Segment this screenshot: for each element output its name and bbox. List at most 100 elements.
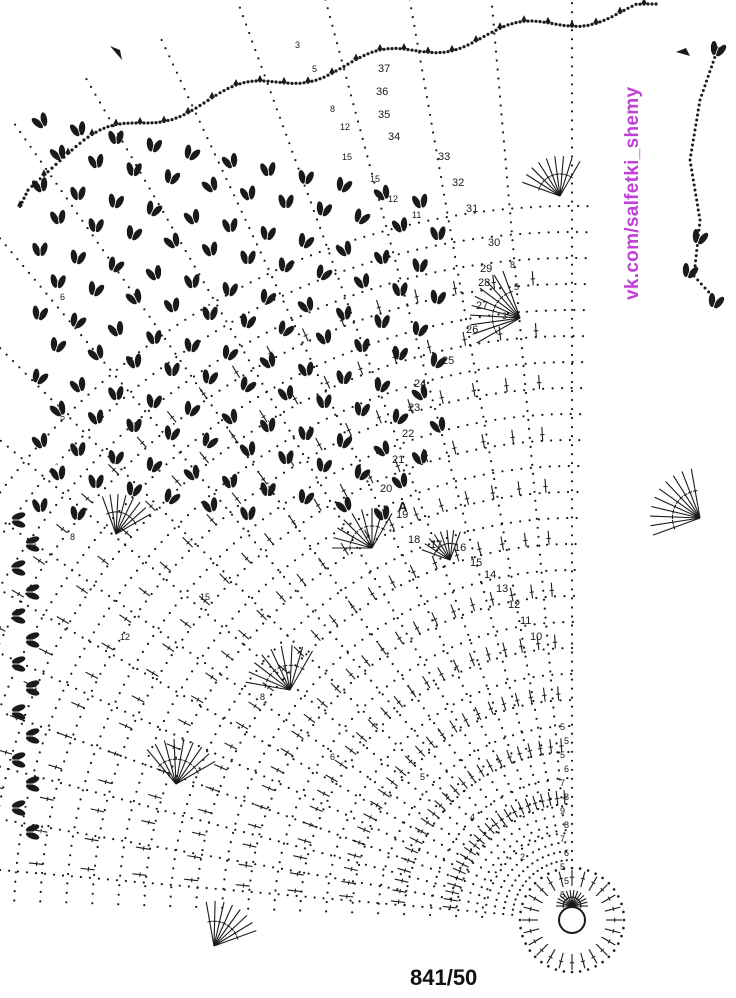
chain-stitch [436, 512, 439, 515]
chain-stitch [231, 831, 235, 835]
treble-stitch [394, 878, 409, 884]
chain-stitch [194, 112, 198, 115]
chain-stitch [58, 698, 61, 701]
chain-stitch [511, 207, 514, 210]
chain-stitch [207, 486, 210, 489]
row-number: 32 [452, 177, 464, 189]
chain-stitch [452, 294, 455, 297]
treble-stitch [213, 914, 248, 947]
chain-stitch [199, 705, 202, 708]
chain-stitch [181, 737, 184, 740]
chain-stitch [158, 728, 161, 731]
treble-stitch [510, 429, 515, 444]
chain-stitch [496, 339, 500, 342]
chain-stitch [428, 113, 432, 116]
chain-stitch [325, 900, 328, 904]
chain-stitch [135, 790, 138, 793]
chain-stitch [518, 320, 521, 323]
chain-stitch [255, 698, 258, 701]
chain-stitch [201, 536, 204, 539]
chain-stitch [144, 763, 147, 766]
chain-stitch [413, 761, 416, 764]
chain-stitch [695, 249, 699, 252]
chain-stitch [157, 203, 160, 206]
chain-stitch [430, 532, 433, 535]
chain-stitch [128, 623, 131, 626]
chain-stitch [78, 141, 82, 145]
treble-stitch [297, 838, 312, 844]
chain-stitch [566, 490, 570, 494]
treble-stitch [509, 587, 515, 602]
chain-stitch [342, 68, 346, 71]
chain-stitch [303, 694, 306, 698]
chain-stitch [334, 581, 337, 584]
chain-stitch [575, 256, 578, 260]
chain-stitch [548, 834, 551, 838]
chain-stitch [560, 673, 563, 676]
row-number: 6 [564, 848, 569, 858]
chain-stitch [459, 345, 462, 348]
chain-stitch [249, 879, 252, 882]
chain-stitch [13, 890, 16, 893]
chain-stitch [486, 888, 489, 891]
chain-stitch [72, 733, 75, 736]
chain-stitch [533, 955, 537, 959]
chain-stitch [39, 900, 42, 903]
chain-stitch [570, 426, 574, 429]
treble-stitch [205, 901, 215, 947]
chain-stitch [112, 654, 115, 657]
chain-stitch [495, 830, 498, 834]
treble-stitch [559, 161, 581, 197]
chain-stitch [452, 887, 455, 890]
chain-stitch [570, 768, 574, 771]
chain-stitch [238, 692, 241, 695]
chain-stitch [299, 899, 302, 903]
leaf-cluster-icon [87, 343, 104, 361]
chain-stitch [437, 687, 440, 690]
chain-stitch [472, 362, 475, 365]
chain-stitch [539, 466, 542, 469]
chain-stitch [247, 898, 250, 901]
chain-stitch [565, 542, 568, 546]
chain-stitch [14, 871, 18, 874]
treble-stitch [145, 500, 156, 512]
chain-stitch [74, 664, 77, 667]
treble-stitch [388, 517, 396, 531]
chain-stitch [492, 882, 495, 885]
chain-stitch [294, 589, 297, 592]
chain-stitch [518, 827, 521, 831]
chain-stitch [178, 884, 181, 887]
chain-stitch [315, 771, 318, 774]
chain-stitch [578, 439, 581, 442]
treble-stitch [191, 831, 206, 837]
row-number: 4 [470, 812, 475, 822]
chain-stitch [183, 482, 186, 485]
motif-arrow-icon [676, 48, 690, 56]
chain-stitch [130, 156, 133, 159]
chain-stitch [267, 744, 270, 747]
chain-stitch [694, 254, 698, 258]
chain-stitch [25, 871, 29, 874]
chain-stitch [69, 742, 72, 745]
chain-stitch [570, 353, 574, 356]
chain-stitch [403, 913, 406, 916]
chain-stitch [49, 827, 53, 830]
chain-stitch [241, 687, 244, 691]
chain-stitch [110, 480, 113, 483]
chain-stitch [189, 651, 192, 654]
chain-stitch [93, 538, 96, 542]
chain-stitch [450, 374, 453, 377]
treble-stitch [442, 904, 457, 910]
chain-stitch [71, 569, 74, 572]
chain-stitch [273, 648, 276, 651]
chain-stitch [331, 897, 334, 901]
chain-stitch [11, 359, 15, 363]
chain-stitch [646, 2, 650, 6]
chain-stitch [570, 272, 574, 275]
chain-stitch [103, 808, 106, 812]
chain-stitch [75, 503, 78, 506]
chain-stitch [117, 893, 120, 896]
chain-stitch [429, 867, 432, 870]
chain-stitch [60, 769, 63, 772]
chain-stitch [189, 257, 192, 260]
